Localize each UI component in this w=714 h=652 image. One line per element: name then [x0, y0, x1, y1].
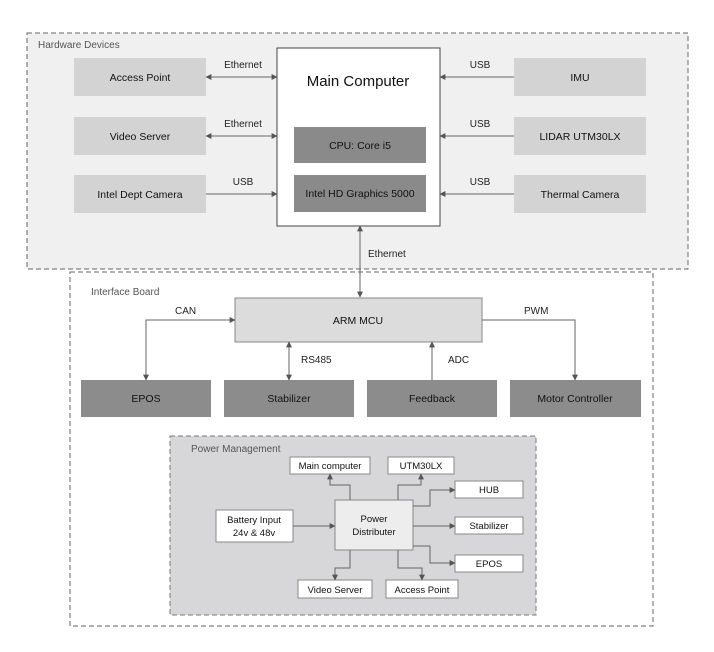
imu-label: IMU: [570, 72, 589, 84]
imu-box: [514, 58, 646, 96]
access-point-label: Access Point: [110, 72, 171, 84]
gpu-box: [294, 175, 426, 212]
thermal-camera-box: [514, 175, 646, 213]
main-computer-title: Main Computer: [307, 73, 410, 90]
lidar-link-label: USB: [470, 119, 491, 130]
thermal-camera-link-label: USB: [470, 177, 491, 188]
pwm-link-label: PWM: [524, 306, 548, 317]
lidar-box: [514, 117, 646, 155]
pm-hub-label: HUB: [479, 485, 499, 496]
epos-module-box: [81, 380, 211, 417]
hardware-devices-label: Hardware Devices: [38, 40, 120, 51]
pm-video-server-link: [332, 550, 351, 581]
pm-epos-label: EPOS: [476, 559, 502, 570]
motor-controller-module-label: Motor Controller: [537, 393, 613, 405]
pm-video-server-label: Video Server: [308, 585, 363, 596]
rs485-link-label: RS485: [301, 355, 332, 366]
access-point-box: [74, 58, 206, 96]
battery-input-line2: 24v & 48v: [233, 528, 275, 539]
video-server-box: [74, 117, 206, 155]
interface-board-label: Interface Board: [91, 287, 159, 298]
pm-utm30lx-label: UTM30LX: [400, 461, 443, 472]
feedback-module-label: Feedback: [409, 393, 456, 405]
pm-access-point-label: Access Point: [395, 585, 450, 596]
arm-mcu-box: [234, 297, 483, 343]
power-distributor-line2: Distributer: [352, 527, 395, 538]
access-point-link-label: Ethernet: [224, 60, 262, 71]
pm-stabilizer-label: Stabilizer: [469, 521, 508, 532]
main-computer-mcu-link-label: Ethernet: [368, 249, 406, 260]
video-server-label: Video Server: [110, 131, 171, 143]
intel-camera-link-label: USB: [233, 177, 254, 188]
cpu-box: [294, 127, 426, 163]
battery-input-box: [215, 509, 294, 543]
pm-epos-link: [413, 545, 456, 566]
intel-camera-box: [74, 175, 206, 213]
video-server-link-label: Ethernet: [224, 119, 262, 130]
can-link: [143, 317, 236, 381]
intel-camera-label: Intel Dept Camera: [97, 189, 182, 201]
arm-mcu-label: ARM MCU: [333, 315, 383, 327]
pwm-link: [482, 319, 578, 381]
pm-access-point-link: [397, 550, 425, 581]
adc-link-label: ADC: [448, 355, 469, 366]
pm-hub-link: [413, 487, 456, 507]
feedback-module-box: [367, 380, 497, 417]
pm-main-computer-link: [327, 473, 351, 500]
power-distributor-line1: Power: [361, 514, 388, 525]
cpu-label: CPU: Core i5: [329, 140, 391, 152]
motor-controller-module-box: [510, 380, 641, 417]
epos-module-label: EPOS: [131, 393, 160, 405]
imu-link-label: USB: [470, 60, 491, 71]
power-distributor-box: [334, 499, 414, 551]
gpu-label: Intel HD Graphics 5000: [305, 188, 414, 200]
stabilizer-module-label: Stabilizer: [267, 393, 311, 405]
can-link-label: CAN: [175, 306, 196, 317]
thermal-camera-label: Thermal Camera: [541, 189, 620, 201]
stabilizer-module-box: [224, 380, 354, 417]
pm-utm30lx-link: [397, 473, 424, 500]
lidar-label: LIDAR UTM30LX: [539, 131, 620, 143]
battery-input-line1: Battery Input: [227, 515, 281, 526]
power-management-label: Power Management: [191, 444, 281, 455]
pm-main-computer-label: Main computer: [299, 461, 362, 472]
